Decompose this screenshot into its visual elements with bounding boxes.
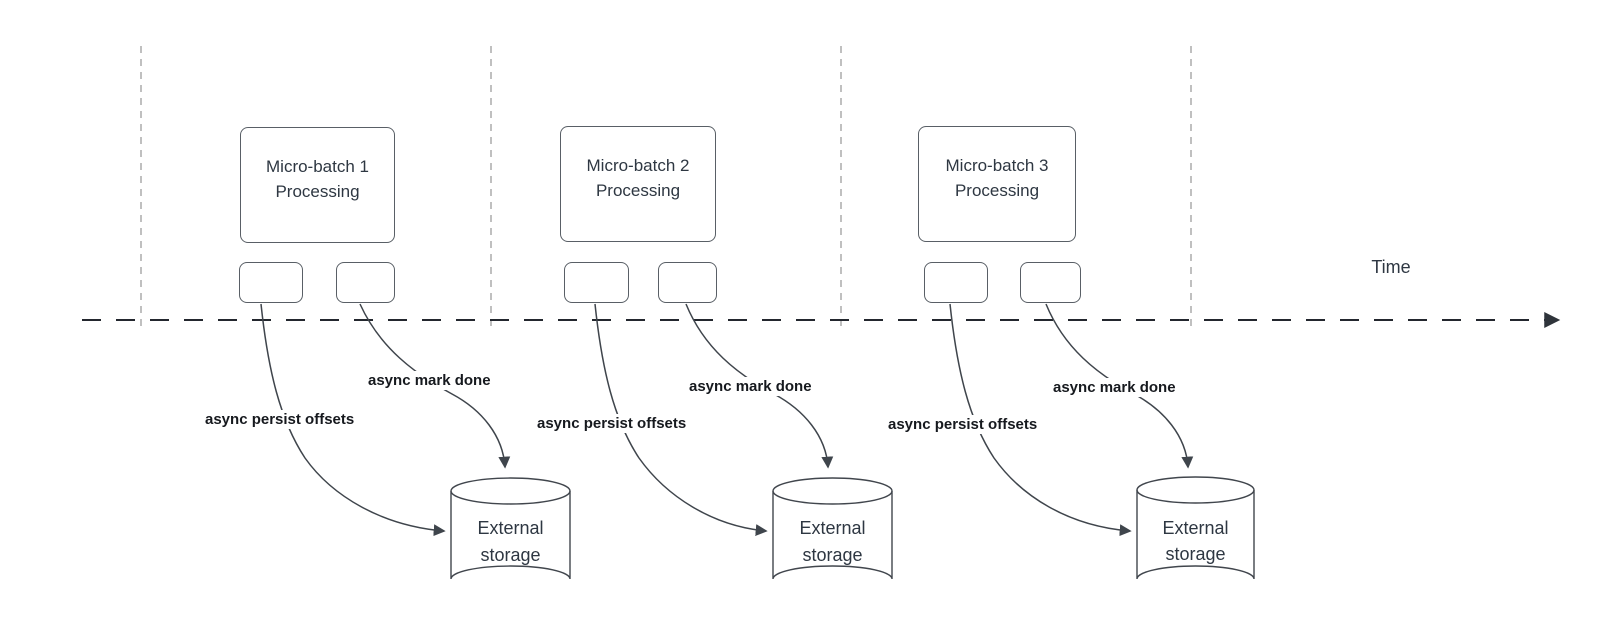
external-storage-label-3: External storage xyxy=(1162,517,1229,564)
async-mark-done-arrow-1 xyxy=(359,303,511,469)
micro-batch-3-mark-done-task-box xyxy=(1020,262,1081,303)
external-storage-cylinder-1 xyxy=(450,477,571,580)
micro-batch-1-offset-task-box xyxy=(239,262,303,303)
external-storage-cylinder-2 xyxy=(772,477,893,580)
external-storage-label-2: External storage xyxy=(799,518,866,565)
micro-batch-1-title: Micro-batch 1 Processing xyxy=(266,157,369,201)
async-persist-offsets-label-3: async persist offsets xyxy=(885,415,1041,434)
micro-batch-2-mark-done-task-box xyxy=(658,262,717,303)
async-mark-done-label-2: async mark done xyxy=(686,377,815,396)
micro-batch-2-box: Micro-batch 2 Processing xyxy=(560,126,716,242)
async-persist-arrow-3 xyxy=(949,303,1132,537)
async-persist-offsets-label-1: async persist offsets xyxy=(202,410,358,429)
micro-batch-3-title: Micro-batch 3 Processing xyxy=(945,156,1049,200)
async-mark-done-label-1: async mark done xyxy=(365,371,494,390)
external-storage-label-1: External storage xyxy=(477,518,544,565)
time-axis-label: Time xyxy=(1371,257,1411,277)
micro-batch-3-box: Micro-batch 3 Processing xyxy=(918,126,1076,242)
async-persist-arrow-2 xyxy=(594,303,768,537)
external-storage-cylinder-3 xyxy=(1136,476,1255,580)
async-mark-done-label-3: async mark done xyxy=(1050,378,1179,397)
micro-batch-1-mark-done-task-box xyxy=(336,262,395,303)
async-persist-offsets-label-2: async persist offsets xyxy=(534,414,690,433)
micro-batch-2-offset-task-box xyxy=(564,262,629,303)
micro-batch-2-title: Micro-batch 2 Processing xyxy=(586,156,690,200)
micro-batch-3-offset-task-box xyxy=(924,262,988,303)
async-persist-arrow-1 xyxy=(260,303,446,537)
micro-batch-1-box: Micro-batch 1 Processing xyxy=(240,127,395,243)
